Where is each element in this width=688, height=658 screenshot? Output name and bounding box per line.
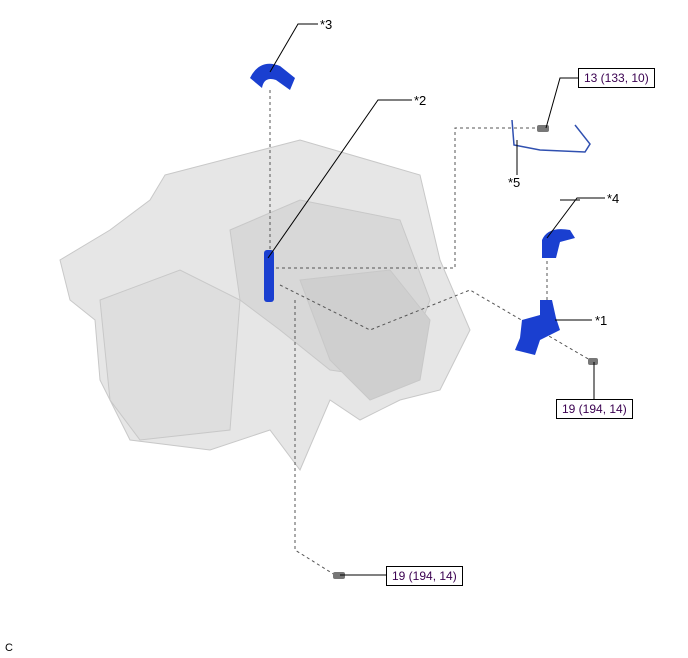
- torque-box-1: 13 (133, 10): [578, 68, 655, 88]
- callout-1: *1: [595, 313, 608, 328]
- parts: [250, 63, 591, 355]
- pipe-2: [264, 250, 274, 302]
- hose-4: [542, 229, 575, 258]
- corner-code: C: [5, 642, 13, 654]
- bracket-5: [511, 119, 591, 153]
- leader-lines: [267, 23, 605, 576]
- callout-5: *5: [508, 175, 521, 190]
- engine-assembly: [59, 139, 471, 471]
- torque-box-2: 19 (194, 14): [556, 399, 633, 419]
- callout-4: *4: [607, 191, 620, 206]
- torque-box-3: 19 (194, 14): [386, 566, 463, 586]
- callout-2: *2: [414, 93, 427, 108]
- callout-3: *3: [320, 17, 333, 32]
- hose-3: [250, 63, 295, 90]
- pump-1: [515, 300, 560, 355]
